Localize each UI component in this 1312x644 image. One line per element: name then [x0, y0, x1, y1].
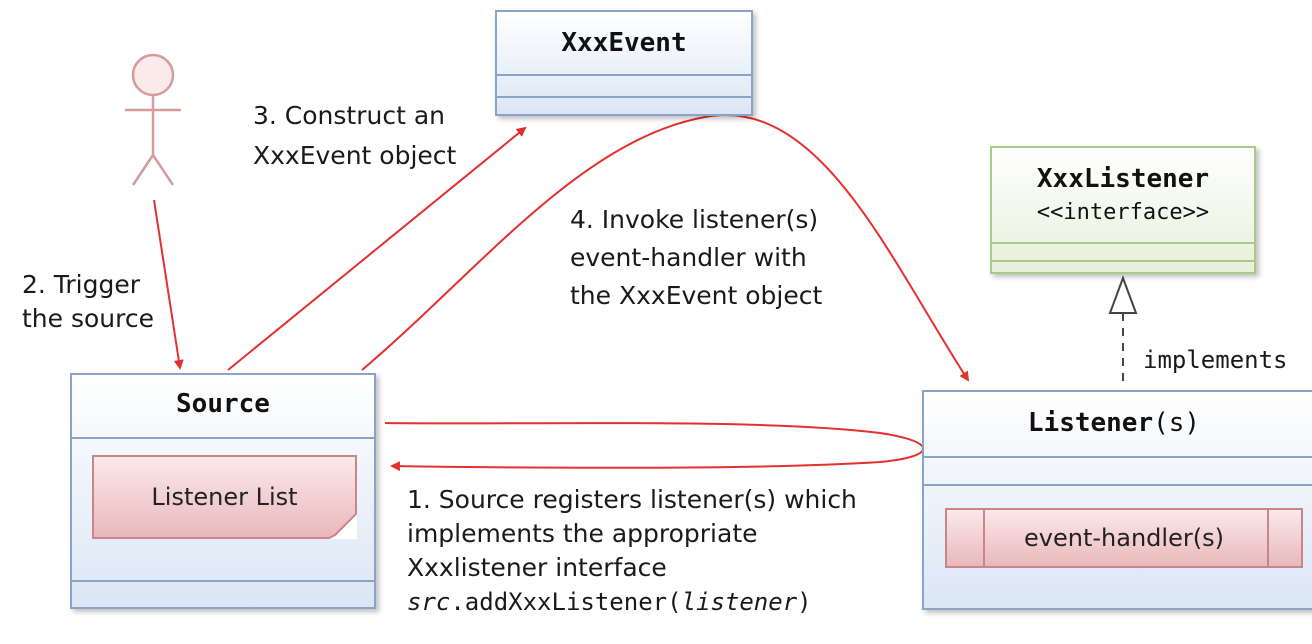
- event-handler-method: event-handler(s): [945, 508, 1303, 568]
- step4-label: 4. Invoke listener(s) event-handler with…: [570, 203, 822, 313]
- event-class-name: XxxEvent: [561, 28, 687, 58]
- step3-line1: 3. Construct an: [253, 101, 446, 130]
- note-fold-icon: [327, 513, 357, 539]
- class-divider: [72, 437, 374, 439]
- trigger-arrow: [153, 199, 184, 370]
- class-divider: [924, 456, 1312, 458]
- step1-line3: Xxxlistener interface: [407, 553, 667, 582]
- step1-code: src.addXxxListener(listener): [407, 585, 857, 619]
- listener-class-name-bold: Listener: [1027, 408, 1154, 438]
- listener-class: Listener(s): [922, 390, 1312, 610]
- class-divider: [72, 580, 374, 582]
- listener-class-name: Listener(s): [924, 408, 1304, 438]
- step1-code-close: ): [797, 588, 812, 616]
- step4-line2: event-handler with: [570, 243, 807, 272]
- class-divider: [924, 484, 1312, 486]
- actor-icon: [125, 53, 181, 186]
- step1-line1: 1. Source registers listener(s) which: [407, 485, 857, 514]
- invoke-handler-arrow: [361, 114, 970, 382]
- step1-line2: implements the appropriate: [407, 519, 758, 548]
- register-listener-arrow: [384, 422, 925, 472]
- class-divider: [992, 242, 1254, 244]
- interface-name: XxxListener: [1036, 164, 1210, 194]
- event-class: XxxEvent: [495, 10, 753, 116]
- implements-label: implements: [1143, 346, 1288, 374]
- step2-line2: the source: [22, 304, 154, 333]
- class-divider: [992, 260, 1254, 262]
- step3-line2: XxxEvent object: [253, 141, 457, 170]
- step2-label: 2. Trigger the source: [22, 268, 154, 336]
- step4-line3: the XxxEvent object: [570, 281, 823, 310]
- step2-line1: 2. Trigger: [22, 270, 141, 299]
- class-divider: [497, 74, 751, 76]
- step1-label: 1. Source registers listener(s) which im…: [407, 483, 857, 619]
- handler-left-divider: [983, 508, 985, 568]
- class-divider: [497, 96, 751, 98]
- listener-interface-class: XxxListener <<interface>>: [990, 146, 1256, 274]
- source-class-name: Source: [176, 389, 270, 419]
- construct-event-arrow: [227, 126, 527, 371]
- listener-list-note: Listener List: [92, 455, 357, 539]
- step4-line1: 4. Invoke listener(s): [570, 205, 819, 234]
- step3-label: 3. Construct an XxxEvent object: [253, 99, 456, 173]
- realization-triangle-icon: [1108, 275, 1138, 314]
- step1-code-object: src: [407, 588, 451, 616]
- interface-stereotype: <<interface>>: [1036, 200, 1210, 225]
- step1-code-arg: listener: [681, 588, 798, 616]
- step1-code-method: .addXxxListener(: [450, 588, 682, 616]
- listener-class-name-suffix: (s): [1153, 408, 1201, 438]
- handler-right-divider: [1267, 508, 1269, 568]
